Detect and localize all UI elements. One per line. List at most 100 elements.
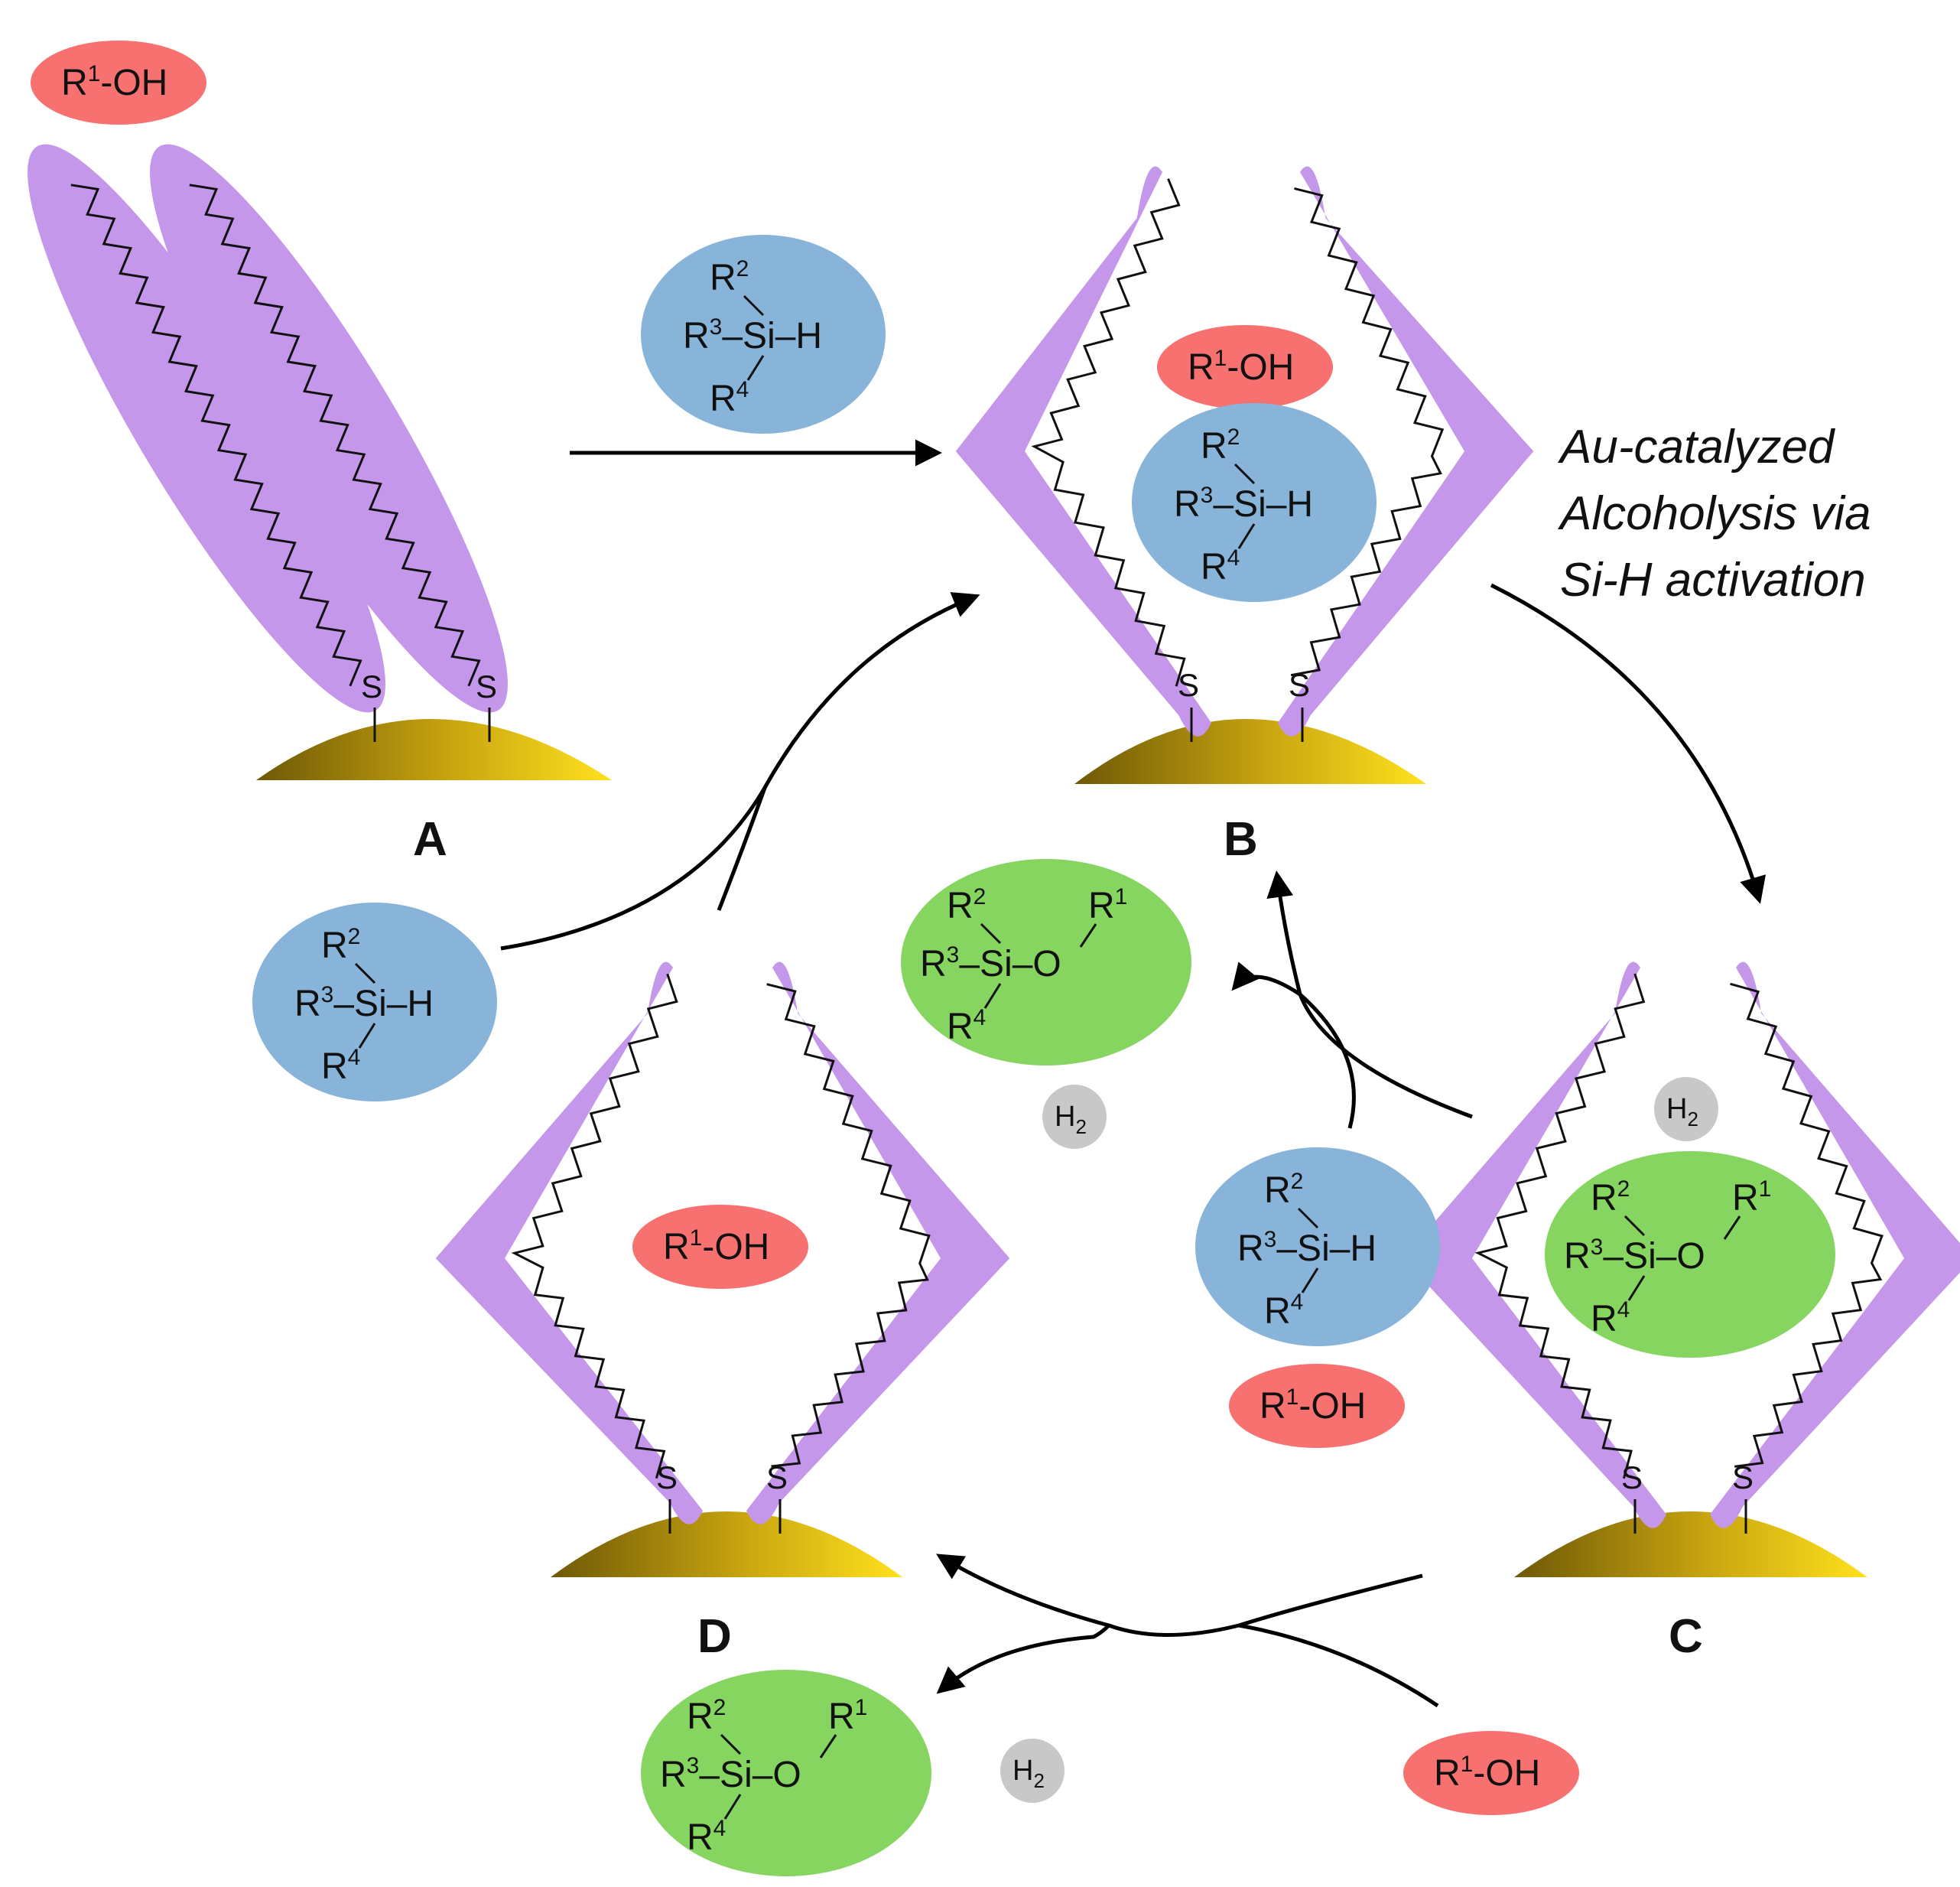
product-bubble <box>1545 1151 1835 1358</box>
alkyl-chain-shell <box>1403 961 1666 1528</box>
substituent-r2: R2 <box>1264 1169 1303 1211</box>
product-core: R3–Si–O <box>1564 1235 1705 1277</box>
silane-bubble <box>1195 1147 1440 1346</box>
sulfur-atom: S <box>361 669 382 704</box>
alkyl-chain <box>766 983 931 1468</box>
alcohol-bubble <box>632 1205 808 1289</box>
alcohol-bubble <box>1229 1364 1405 1448</box>
arrow-c-to-b <box>1266 870 1473 1119</box>
alcohol-molecule: R1-OH <box>1157 325 1333 409</box>
h2-formula: H2 <box>1013 1755 1045 1792</box>
alcohol-formula: R1-OH <box>61 61 167 103</box>
state-d-group: S S D <box>435 961 1010 1663</box>
alcohol-molecule: R1-OH <box>632 1205 808 1289</box>
arrow-b-to-c <box>1490 583 1766 904</box>
alcohol-molecule: R1-OH <box>1229 1364 1405 1448</box>
substituent-r4: R4 <box>1201 545 1240 587</box>
alcohol-molecule: R1-OH <box>1403 1731 1579 1815</box>
hydrogen-molecule: H2 <box>1042 1085 1107 1149</box>
gold-surface <box>1514 1511 1867 1577</box>
arrow-release-product-d <box>936 1624 1110 1694</box>
state-a-group: S S A <box>28 144 612 866</box>
product-core: R3–Si–O <box>920 942 1061 984</box>
alkyl-chain-shell <box>1710 961 1960 1528</box>
silane-core: R3–Si–H <box>1237 1227 1377 1269</box>
hydrogen-molecule: H2 <box>1000 1739 1065 1803</box>
substituent-r1: R1 <box>1088 884 1127 926</box>
caption-line-3: Si-H activation <box>1560 554 1866 607</box>
substituent-r2: R2 <box>1591 1176 1630 1218</box>
hydrogen-molecule: H2 <box>1654 1077 1718 1141</box>
arrow-c-to-d <box>936 1554 1423 1637</box>
alkyl-chain-shell <box>955 166 1211 737</box>
substituent-r2: R2 <box>321 924 360 966</box>
alkyl-chain <box>1474 973 1646 1479</box>
substituent-r2: R2 <box>710 256 749 298</box>
sulfur-atom: S <box>1732 1459 1754 1495</box>
substituent-r4: R4 <box>947 1005 986 1047</box>
substituent-r2: R2 <box>1201 425 1240 467</box>
alcohol-formula: R1-OH <box>1188 346 1294 388</box>
arrow-d-branch <box>717 787 767 911</box>
h2-formula: H2 <box>1055 1101 1087 1138</box>
alcohol-formula: R1-OH <box>1260 1384 1366 1427</box>
sulfur-atom: S <box>766 1459 788 1495</box>
caption-line-2: Alcoholysis via <box>1557 487 1871 540</box>
arrow-product-release <box>1299 993 1356 1129</box>
gold-surface <box>256 719 612 780</box>
silane-core: R3–Si–H <box>294 982 434 1024</box>
silane-bubble <box>641 235 886 434</box>
substituent-r2: R2 <box>947 884 986 926</box>
sulfur-atom: S <box>656 1459 678 1495</box>
h2-bubble <box>1000 1739 1065 1803</box>
gold-surface <box>551 1511 902 1577</box>
alkyl-chain-shell <box>435 961 703 1524</box>
product-bubble <box>641 1670 931 1876</box>
alcohol-formula: R1-OH <box>663 1225 769 1267</box>
substituent-r4: R4 <box>710 377 749 419</box>
alkyl-chain <box>511 973 678 1479</box>
substituent-r1: R1 <box>828 1695 867 1737</box>
alcohol-bubble <box>1157 325 1333 409</box>
arrow-alcohol-to-d <box>1238 1623 1439 1708</box>
silane-bubble <box>1132 403 1377 602</box>
substituent-r4: R4 <box>1264 1290 1303 1332</box>
alkyl-chain-shell <box>746 961 1010 1524</box>
arrows <box>500 439 1766 1708</box>
alkyl-chain <box>1730 982 1884 1468</box>
alkyl-chain <box>189 184 481 687</box>
h2-bubble <box>1042 1085 1107 1149</box>
arrow-product-head <box>1231 961 1302 997</box>
substituent-r4: R4 <box>687 1816 726 1858</box>
alcohol-formula: R1-OH <box>1434 1752 1540 1794</box>
state-label-c: C <box>1669 1610 1703 1663</box>
state-label-b: B <box>1224 813 1258 866</box>
reaction-caption: Au-catalyzed Alcoholysis via Si-H activa… <box>1557 421 1871 607</box>
alkyl-chain <box>1031 178 1186 687</box>
substituent-r2: R2 <box>687 1695 726 1737</box>
silane-core: R3–Si–H <box>1174 483 1313 525</box>
alkyl-chain-shell <box>1278 166 1534 737</box>
substituent-r4: R4 <box>321 1045 360 1087</box>
caption-line-1: Au-catalyzed <box>1557 421 1836 473</box>
state-c-group: S S C <box>1403 961 1960 1663</box>
sulfur-atom: S <box>1621 1459 1643 1495</box>
alkyl-chain <box>70 184 362 687</box>
substituent-r4: R4 <box>1591 1297 1630 1339</box>
silane-core: R3–Si–H <box>683 314 822 356</box>
sulfur-atom: S <box>1178 667 1199 703</box>
substituent-r1: R1 <box>1732 1176 1771 1218</box>
state-b-group: S S B <box>955 166 1534 866</box>
alcohol-bubble <box>1403 1731 1579 1815</box>
product-bubble <box>901 859 1191 1066</box>
h2-bubble <box>1654 1077 1718 1141</box>
